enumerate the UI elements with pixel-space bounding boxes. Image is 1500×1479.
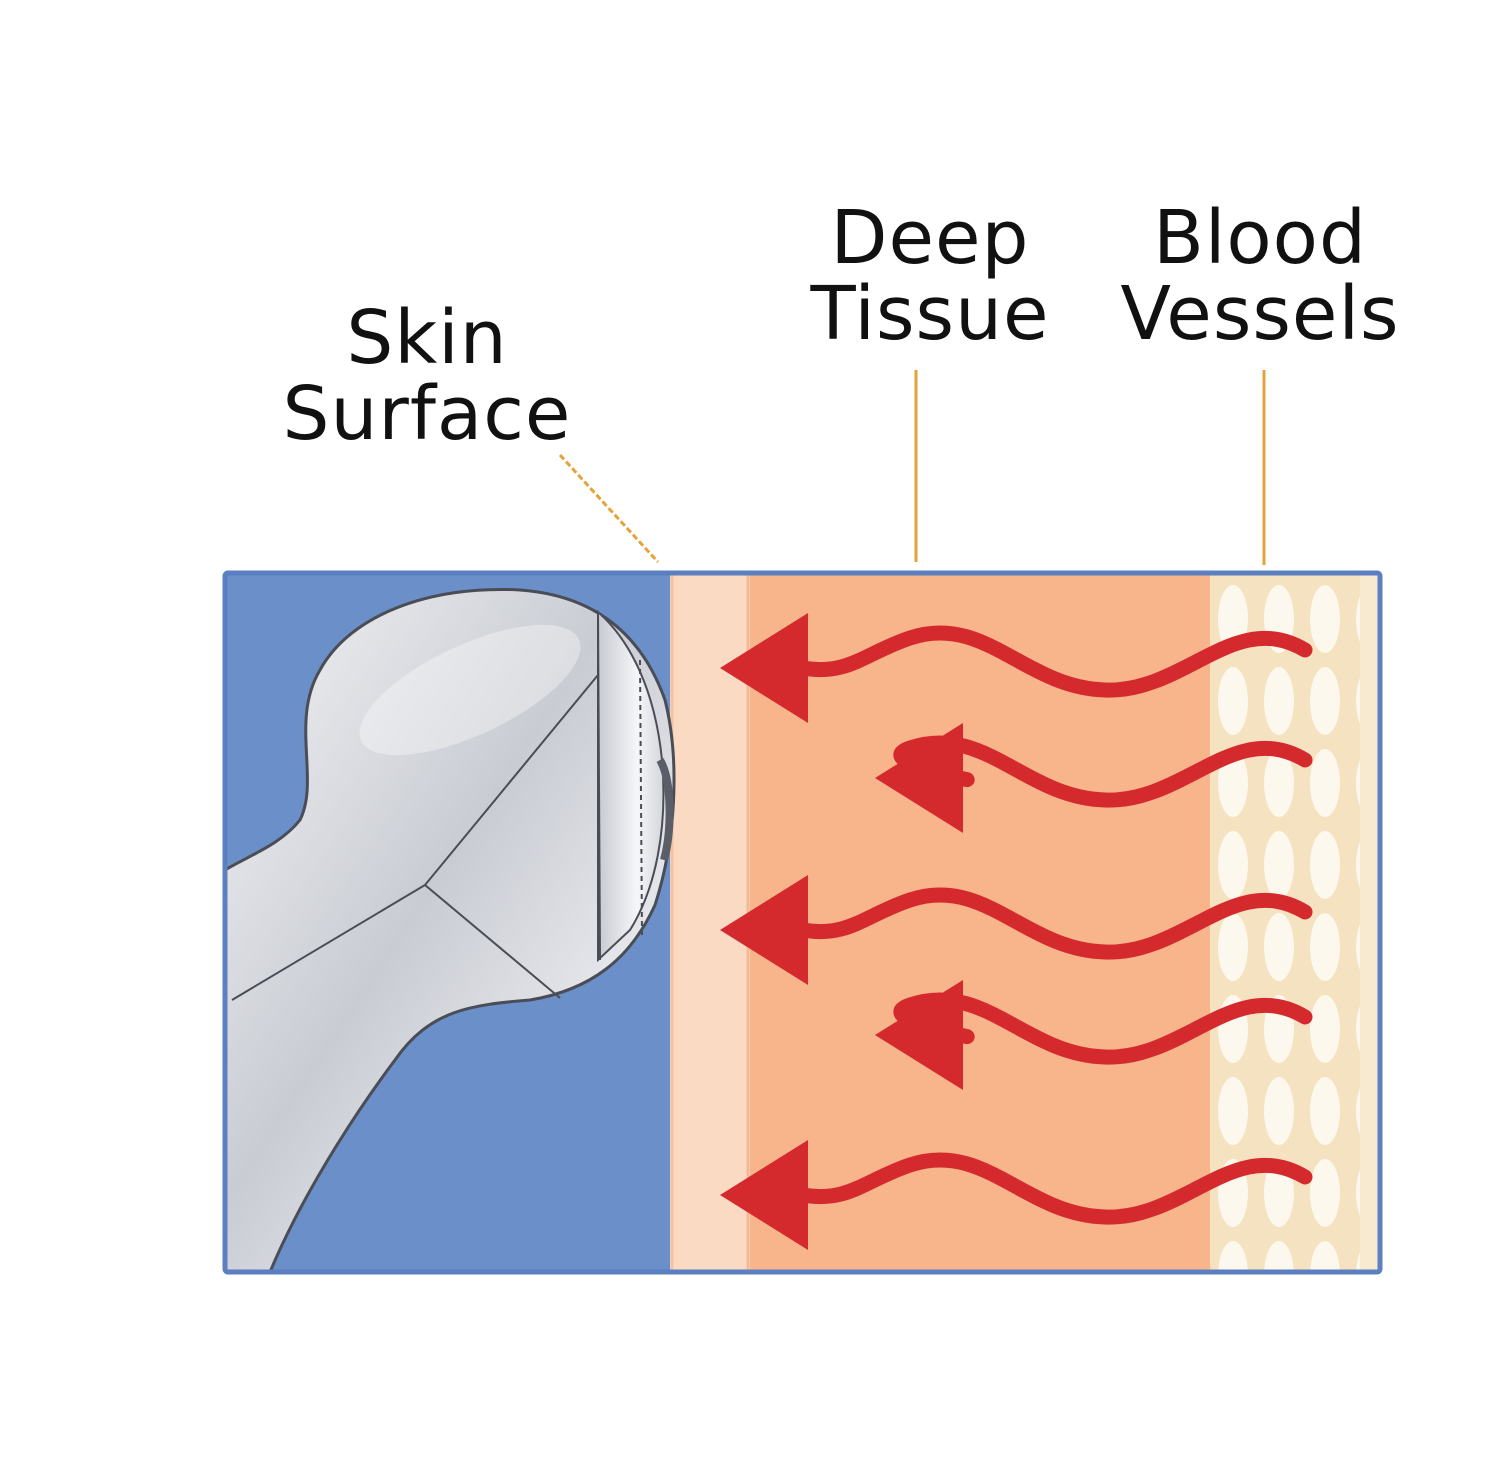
label-deep-tissue-line2: Tissue bbox=[810, 271, 1050, 357]
leader-line-skin-surface bbox=[558, 453, 660, 564]
label-deep-tissue: Deep Tissue bbox=[790, 200, 1070, 352]
blood-vessel-band bbox=[1210, 573, 1380, 1272]
heat-wave-arrow-icon bbox=[720, 1140, 1313, 1250]
label-skin-surface-line2: Surface bbox=[282, 371, 572, 457]
heat-wave-arrow-icon bbox=[875, 980, 1313, 1090]
label-blood-vessels-line2: Vessels bbox=[1120, 271, 1400, 357]
label-skin-surface: Skin Surface bbox=[262, 300, 592, 452]
heat-wave-arrow-icon bbox=[720, 875, 1313, 985]
heat-wave-arrow-icon bbox=[875, 723, 1313, 833]
heat-arrows-group bbox=[720, 613, 1313, 1250]
label-skin-surface-line1: Skin bbox=[346, 295, 508, 381]
diagram-frame bbox=[222, 570, 1383, 1275]
label-deep-tissue-line1: Deep bbox=[830, 195, 1030, 281]
label-blood-vessels-line1: Blood bbox=[1153, 195, 1367, 281]
massager-head-icon bbox=[225, 587, 676, 1272]
label-blood-vessels: Blood Vessels bbox=[1105, 200, 1415, 352]
heat-wave-arrow-icon bbox=[720, 613, 1313, 723]
